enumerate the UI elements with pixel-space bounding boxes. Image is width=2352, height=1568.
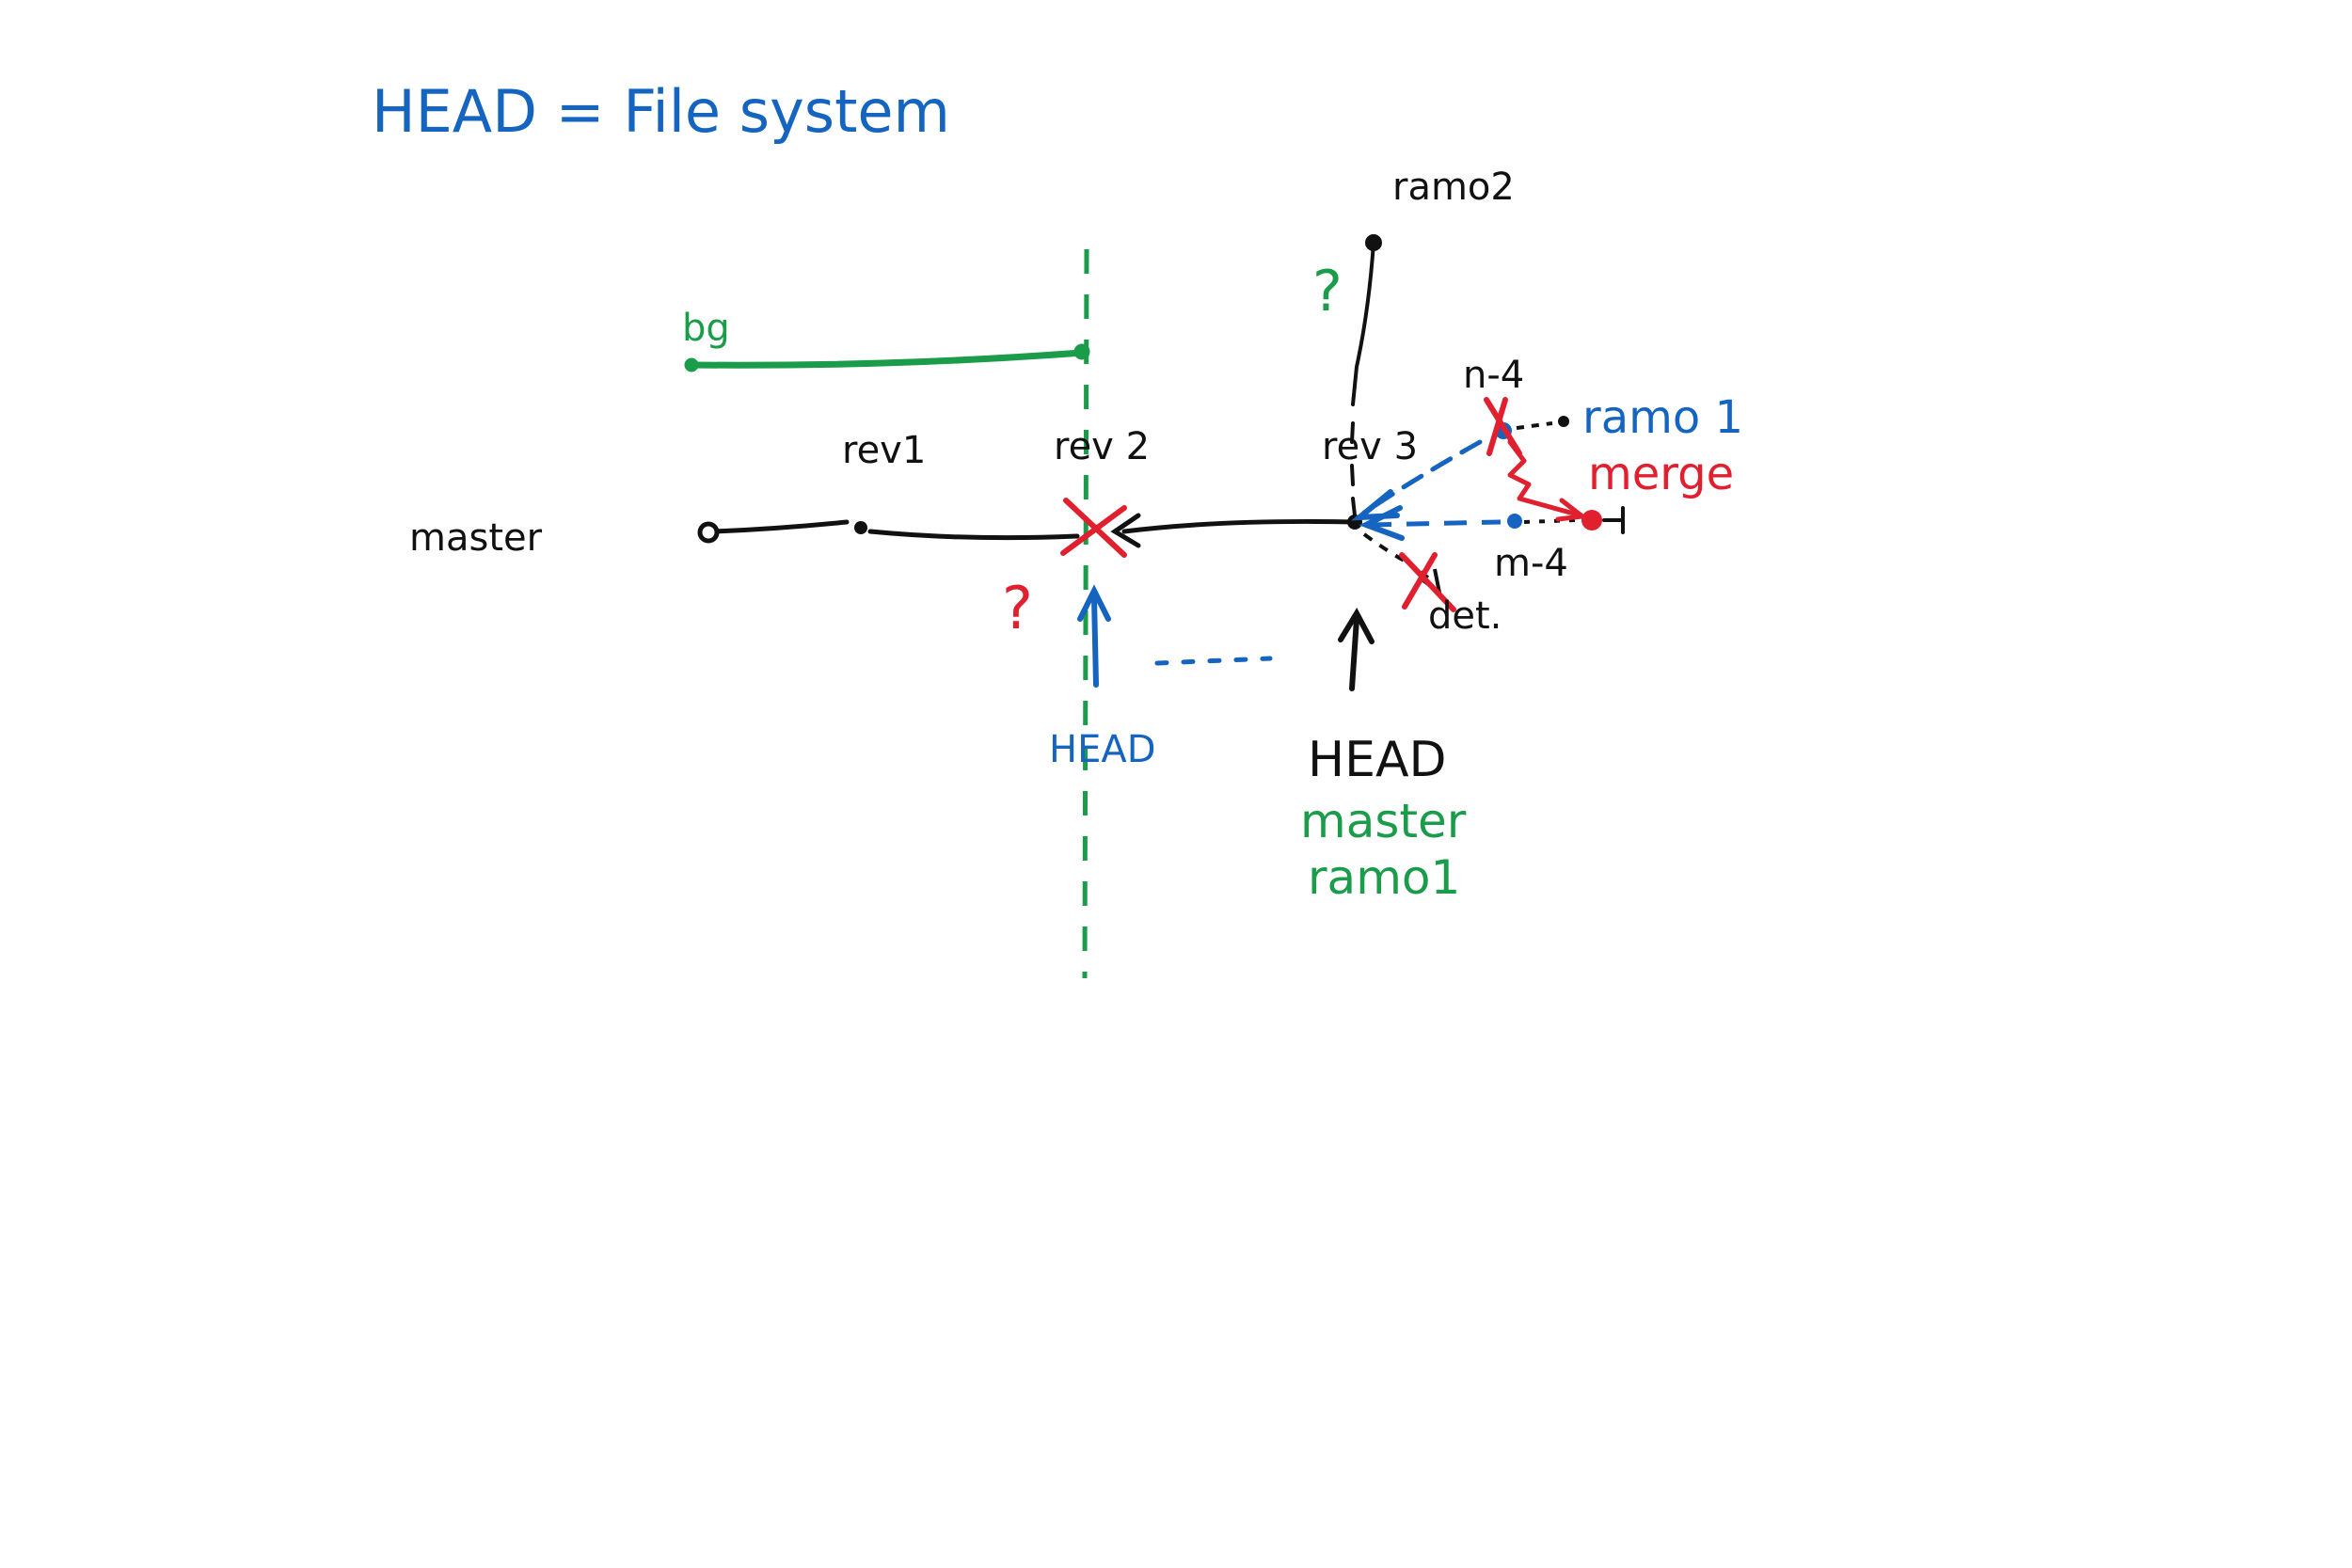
blue-dashed-move [1154, 656, 1273, 666]
label-ramo2: ramo2 [1392, 166, 1515, 209]
red-cross-det [1399, 552, 1456, 612]
label-n4: n-4 [1463, 354, 1524, 397]
label-ramo1-right: ramo 1 [1582, 391, 1743, 444]
head-blue-arrow [1077, 584, 1111, 688]
label-master-branch: master [409, 516, 543, 560]
arrow-back-rev2 [1110, 513, 1141, 548]
label-bg: bg [682, 307, 730, 350]
merge-commit [1507, 439, 1625, 534]
head-black-arrow [1338, 607, 1375, 691]
label-m4: m-4 [1494, 542, 1568, 585]
master-line [712, 518, 1358, 541]
title: HEAD = File system [372, 77, 950, 146]
label-master-green: master [1300, 794, 1467, 848]
m4-branch [1359, 505, 1577, 541]
red-cross-rev2 [1060, 498, 1127, 558]
commit-initial [697, 521, 720, 544]
label-ramo1-green: ramo1 [1308, 850, 1460, 905]
label-head-blue: HEAD [1049, 728, 1156, 771]
label-rev3: rev 3 [1322, 425, 1418, 468]
ramo2-branch [1350, 234, 1382, 517]
label-head-black: HEAD [1308, 732, 1447, 788]
label-rev2: rev 2 [1054, 425, 1150, 468]
label-det: det. [1428, 594, 1502, 638]
label-merge: merge [1588, 448, 1734, 500]
question-green: ? [1312, 259, 1343, 325]
commit-rev1 [854, 521, 867, 534]
question-red: ? [1002, 574, 1033, 642]
label-rev1: rev1 [842, 429, 926, 472]
